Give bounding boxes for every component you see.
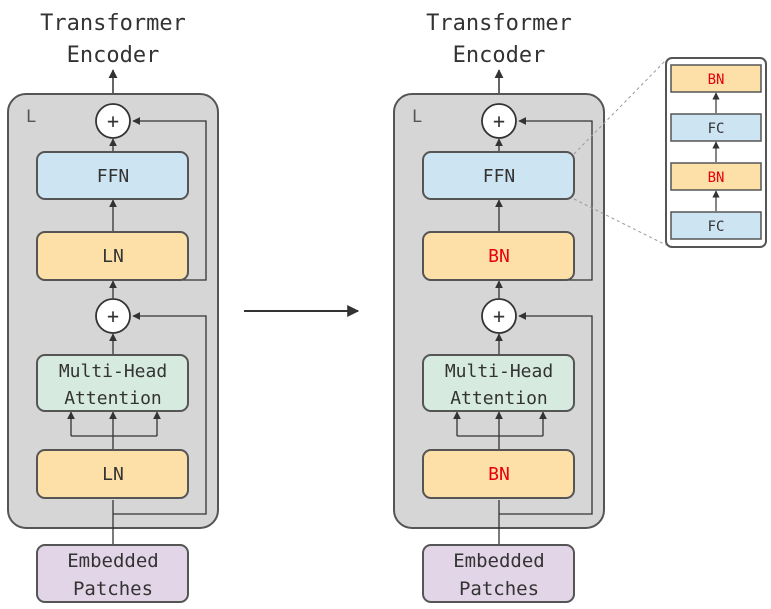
left-add-node-bottom <box>95 298 131 334</box>
left-encoder: Transformer Encoder L + + FFN LN Multi-H… <box>7 11 219 603</box>
left-repeat-label: L <box>26 107 36 127</box>
zoom-guide-top <box>573 59 667 155</box>
left-title-line1: Transformer <box>40 11 186 36</box>
detail-layer-fc-top <box>670 113 762 142</box>
right-encoder: Transformer Encoder L + + FFN BN Multi-H… <box>393 11 605 603</box>
right-attention-label-line2: Attention <box>450 388 548 409</box>
detail-layer-bn-bottom <box>670 162 762 191</box>
right-add-node-bottom <box>481 298 517 334</box>
left-ffn-block <box>36 151 189 200</box>
detail-layer-bn-top-label: BN <box>708 72 725 88</box>
left-add-symbol-bottom: + <box>107 304 119 328</box>
right-title-line1: Transformer <box>426 11 572 36</box>
right-ffn-label: FFN <box>483 166 516 187</box>
detail-layer-fc-top-label: FC <box>708 121 725 137</box>
left-norm-top-label: LN <box>102 246 124 267</box>
left-norm-bottom-block <box>36 449 189 499</box>
left-input-label-line2: Patches <box>73 578 153 600</box>
left-title-line2: Encoder <box>67 43 160 68</box>
right-attention-label-line1: Multi-Head <box>445 361 553 382</box>
right-input-label-line2: Patches <box>459 578 539 600</box>
right-norm-bottom-block <box>422 449 575 499</box>
right-add-node-top <box>481 103 517 139</box>
right-repeat-label: L <box>412 107 422 127</box>
right-add-symbol-bottom: + <box>493 304 505 328</box>
right-residual-attn <box>499 312 593 515</box>
left-ffn-label: FFN <box>97 166 130 187</box>
left-attention-label-line1: Multi-Head <box>59 361 167 382</box>
right-norm-top-label: BN <box>488 246 510 267</box>
detail-layer-bn-bottom-label: BN <box>708 170 725 186</box>
detail-layer-bn-top <box>670 64 762 93</box>
zoom-guide-bottom <box>573 198 667 246</box>
left-norm-top-block <box>36 231 189 281</box>
detail-layer-fc-bottom <box>670 211 762 240</box>
left-input-label-line1: Embedded <box>67 550 159 572</box>
right-input-block <box>422 544 575 603</box>
detail-layer-fc-bottom-label: FC <box>708 219 725 235</box>
left-input-block <box>36 544 189 603</box>
right-title-line2: Encoder <box>453 43 546 68</box>
left-attention-block <box>36 354 189 412</box>
right-input-label-line1: Embedded <box>453 550 545 572</box>
right-norm-bottom-label: BN <box>488 464 510 485</box>
left-norm-bottom-label: LN <box>102 464 124 485</box>
left-add-symbol-top: + <box>107 109 119 133</box>
right-norm-top-block <box>422 231 575 281</box>
left-attention-label-line2: Attention <box>64 388 162 409</box>
right-add-symbol-top: + <box>493 109 505 133</box>
right-ffn-block <box>422 151 575 200</box>
right-attention-block <box>422 354 575 412</box>
left-add-node-top <box>95 103 131 139</box>
ffn-detail-zoom: BN FC BN FC <box>573 57 767 248</box>
left-residual-attn <box>113 312 207 515</box>
